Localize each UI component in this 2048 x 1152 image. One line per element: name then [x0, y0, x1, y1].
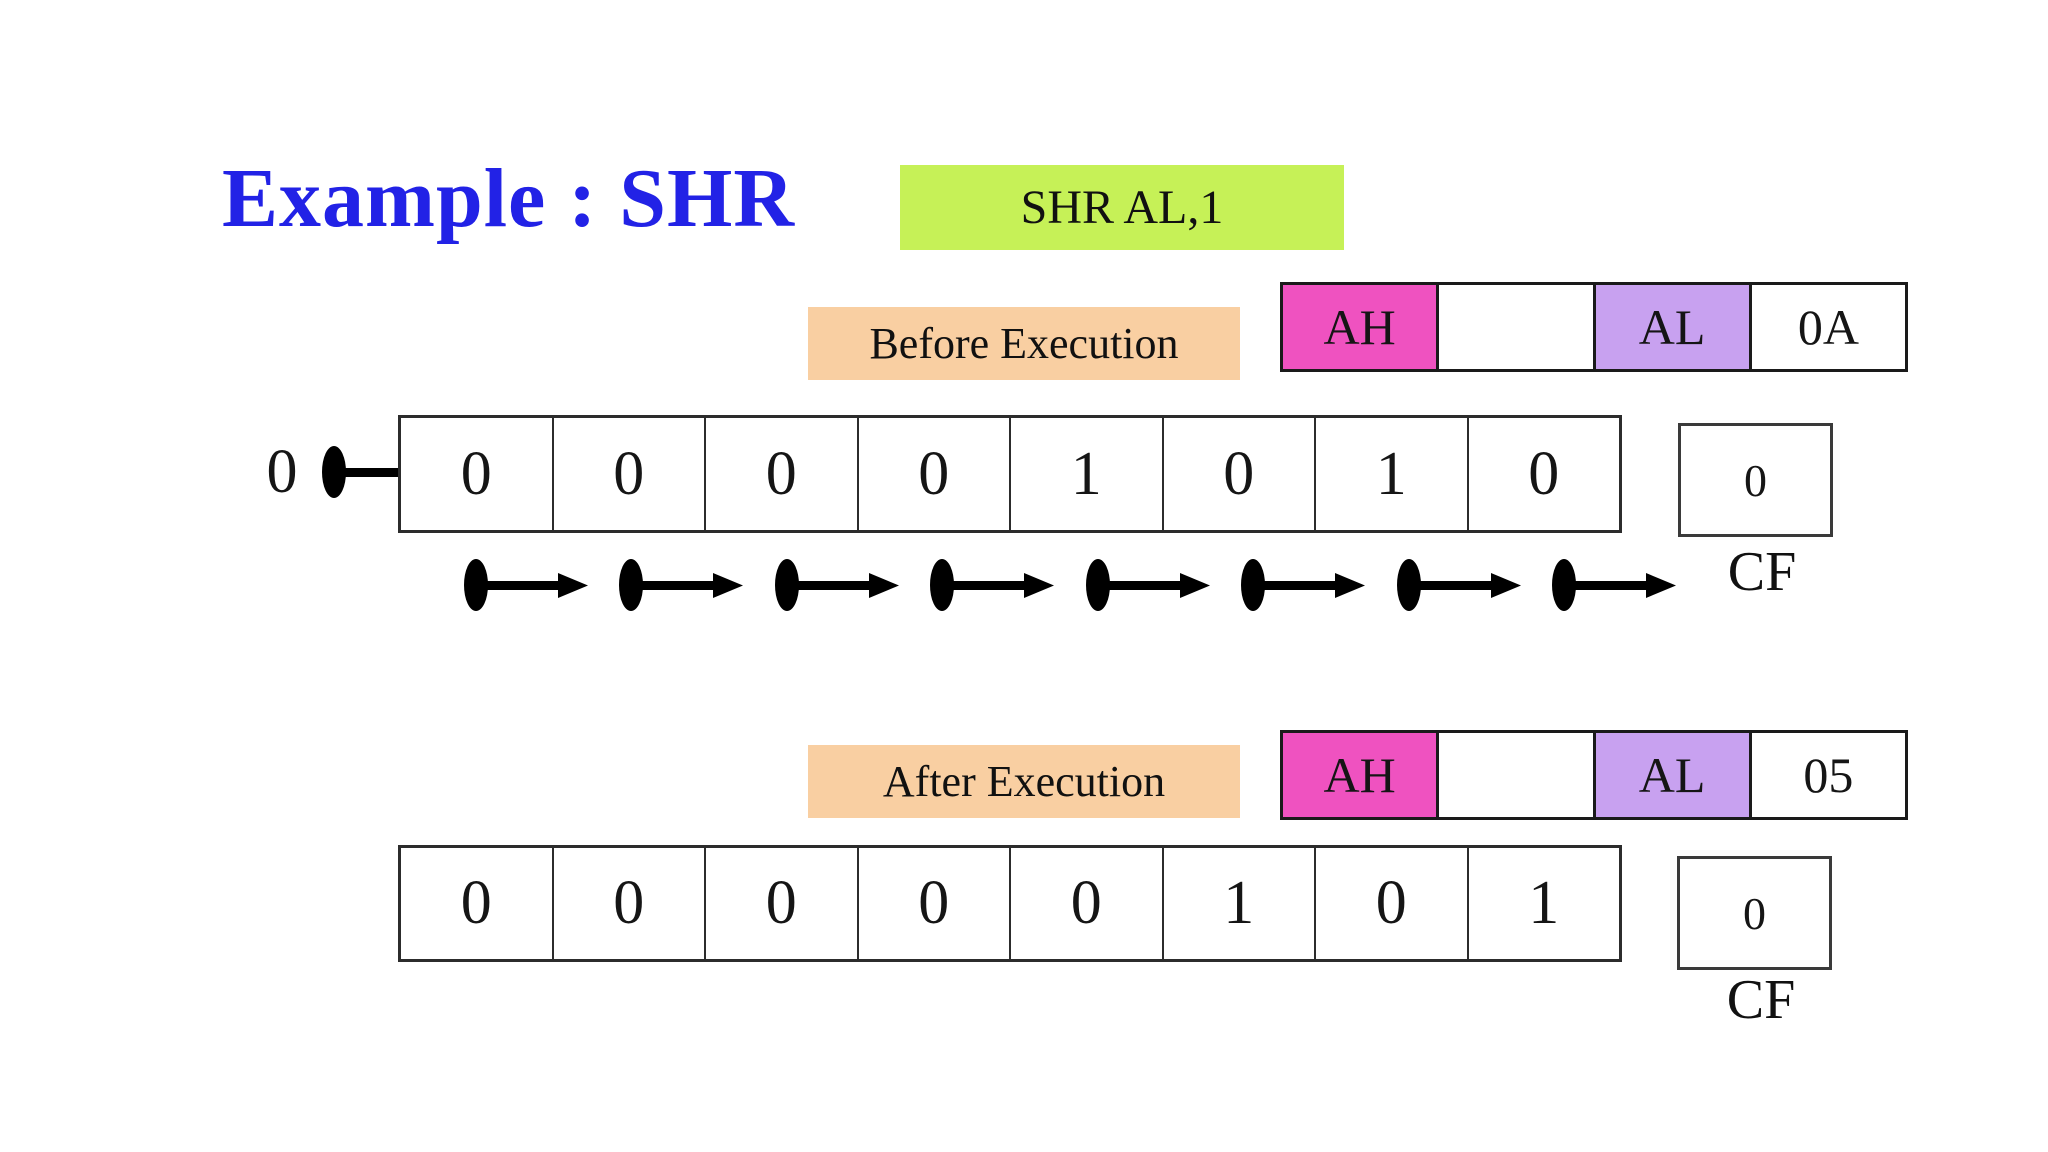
after-cf-box: 0	[1677, 856, 1832, 970]
page-title: Example : SHR	[222, 152, 796, 245]
after-execution-label: After Execution	[808, 745, 1240, 818]
before-ah-cell: AH	[1283, 285, 1437, 369]
after-al-value-cell: 05	[1748, 733, 1905, 817]
shift-arrow-icon	[464, 559, 588, 611]
shift-arrow-icon	[775, 559, 899, 611]
before-al-cell: AL	[1592, 285, 1749, 369]
after-bit-6: 0	[551, 848, 705, 959]
shift-arrow-icon	[930, 559, 1054, 611]
before-register-row: AH AL 0A	[1280, 282, 1908, 372]
before-cf-label: CF	[1727, 541, 1797, 603]
before-cf-box: 0	[1678, 423, 1833, 537]
after-bit-row: 0 0 0 0 0 1 0 1	[398, 845, 1622, 962]
after-bit-1: 0	[1314, 848, 1467, 959]
before-ah-value-cell	[1436, 285, 1593, 369]
before-bit-4: 0	[856, 418, 1010, 530]
after-register-row: AH AL 05	[1280, 730, 1908, 820]
shift-arrow-icon	[619, 559, 743, 611]
before-execution-label: Before Execution	[808, 307, 1240, 380]
instruction-text: SHR AL,1	[1020, 181, 1224, 234]
before-bit-0: 0	[1466, 418, 1620, 530]
shift-arrow-icon	[1086, 559, 1210, 611]
after-bit-0: 1	[1466, 848, 1620, 959]
before-bit-7: 0	[460, 439, 492, 508]
after-bit-7: 0	[460, 869, 492, 937]
before-bit-1: 1	[1314, 418, 1467, 530]
before-bit-row: 0 0 0 0 1 0 1 0	[398, 415, 1622, 533]
instruction-box: SHR AL,1	[900, 165, 1344, 250]
after-bit-2: 1	[1161, 848, 1315, 959]
shift-arrow-icon	[1241, 559, 1365, 611]
before-bit-5: 0	[704, 418, 857, 530]
before-bit-2: 0	[1161, 418, 1315, 530]
after-ah-cell: AH	[1283, 733, 1437, 817]
after-al-cell: AL	[1592, 733, 1749, 817]
before-bit-3: 1	[1009, 418, 1162, 530]
after-ah-value-cell	[1436, 733, 1593, 817]
before-al-value-cell: 0A	[1748, 285, 1905, 369]
shift-arrow-icon	[1397, 559, 1521, 611]
after-bit-3: 0	[1009, 848, 1162, 959]
before-bit-6: 0	[551, 418, 705, 530]
before-execution-text: Before Execution	[869, 319, 1179, 368]
after-bit-5: 0	[704, 848, 857, 959]
after-execution-text: After Execution	[882, 757, 1166, 806]
shift-arrow-icon	[1552, 559, 1676, 611]
carry-in-bit: 0	[266, 437, 298, 506]
after-cf-label: CF	[1726, 969, 1796, 1031]
after-bit-4: 0	[856, 848, 1010, 959]
